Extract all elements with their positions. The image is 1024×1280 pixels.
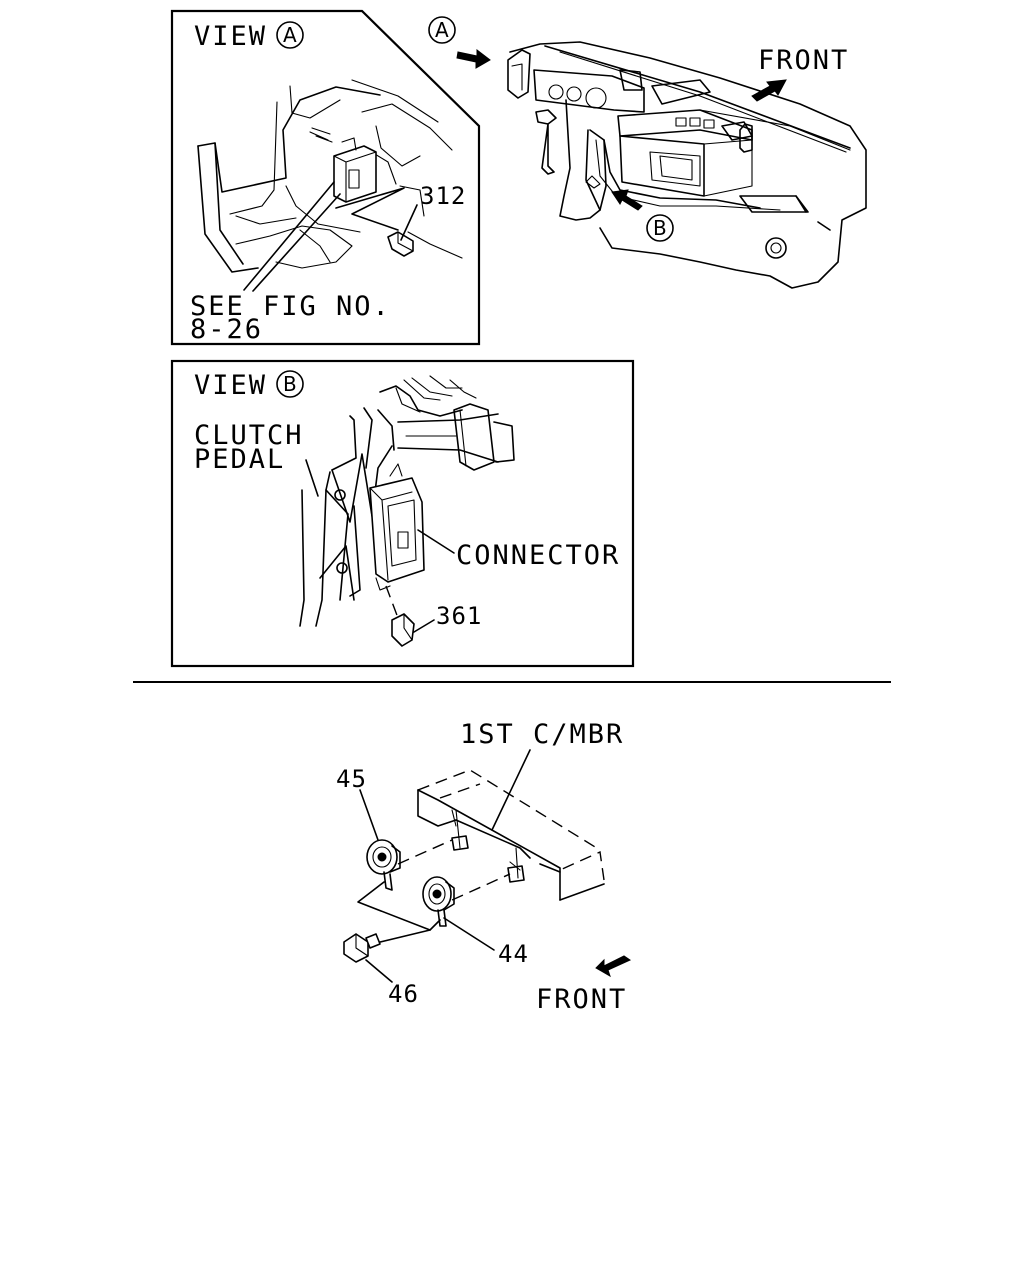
arrow-a-icon — [456, 48, 491, 69]
leader-see-fig-1 — [252, 193, 341, 292]
horn-44-mount-line — [451, 873, 511, 901]
leader-44 — [443, 917, 495, 951]
arrow-front-bottom-icon — [595, 955, 632, 978]
leader-46 — [365, 959, 393, 983]
see-fig-line1: SEE FIG NO. — [190, 291, 391, 322]
clutch-label-line2: PEDAL — [194, 444, 285, 475]
arrow-front-top-icon — [751, 79, 787, 102]
dashboard-outline — [509, 41, 867, 289]
see-fig-line2: 8-26 — [190, 314, 263, 345]
arrow-b-icon — [611, 189, 643, 211]
marker-b-letter: B — [653, 216, 667, 240]
view-a-panel: VIEW A — [170, 9, 481, 346]
label-312: 312 — [420, 182, 466, 210]
view-a-letter-badge: A — [276, 21, 304, 49]
horn-bracket-plane — [357, 881, 441, 931]
marker-a-badge: A — [428, 16, 456, 44]
view-b-letter-badge: B — [276, 370, 304, 398]
clutch-pedal — [299, 407, 393, 627]
view-b-switch — [369, 463, 425, 591]
wire-harness — [603, 139, 761, 209]
connector-label: CONNECTOR — [456, 540, 620, 571]
horn-44 — [422, 876, 455, 927]
front-label-bottom: FRONT — [536, 984, 627, 1015]
horn-assembly: 1ST C/MBR 45 — [336, 719, 632, 1015]
view-a-bracket-lines — [335, 187, 405, 231]
bolt-46-path — [371, 929, 431, 945]
horn-45-mount-line — [397, 839, 453, 865]
clutch-label-line1: CLUTCH — [194, 420, 304, 451]
view-a-title: VIEW — [194, 21, 267, 52]
label-46: 46 — [388, 980, 419, 1008]
horn-45 — [366, 839, 401, 891]
bolt-46 — [343, 933, 381, 963]
member-label: 1ST C/MBR — [460, 719, 624, 750]
dashboard-overview: A FRONT — [428, 16, 867, 289]
view-b-bolt-path — [385, 585, 399, 619]
view-a-letter: A — [283, 23, 297, 47]
view-b-title: VIEW — [194, 370, 267, 401]
view-a-bolt-312 — [387, 231, 414, 257]
cross-member — [417, 769, 605, 901]
view-b-panel: VIEW B CLUTCH PEDAL — [170, 359, 635, 668]
leader-member — [491, 749, 531, 831]
leader-312 — [400, 204, 418, 241]
leader-see-fig-2 — [243, 181, 335, 291]
leader-clutch — [305, 459, 319, 497]
view-b-frame — [170, 359, 635, 668]
dashboard-top-edge — [544, 45, 851, 149]
view-a-dash-structure — [197, 79, 463, 273]
view-b-letter: B — [283, 372, 297, 396]
view-b-harness — [377, 375, 515, 471]
label-361: 361 — [436, 602, 482, 630]
view-a-relay — [333, 137, 377, 203]
label-45: 45 — [336, 765, 367, 793]
leader-361 — [413, 619, 435, 633]
leader-connector — [417, 529, 455, 554]
view-b-bolt-361 — [391, 613, 415, 647]
marker-a-letter: A — [435, 18, 449, 42]
marker-b-badge: B — [646, 214, 674, 242]
leader-45 — [359, 789, 379, 841]
steering-column — [559, 99, 601, 221]
instrument-cluster — [533, 69, 645, 113]
label-44: 44 — [498, 940, 529, 968]
view-a-frame — [170, 9, 481, 346]
front-label-top: FRONT — [758, 45, 849, 76]
